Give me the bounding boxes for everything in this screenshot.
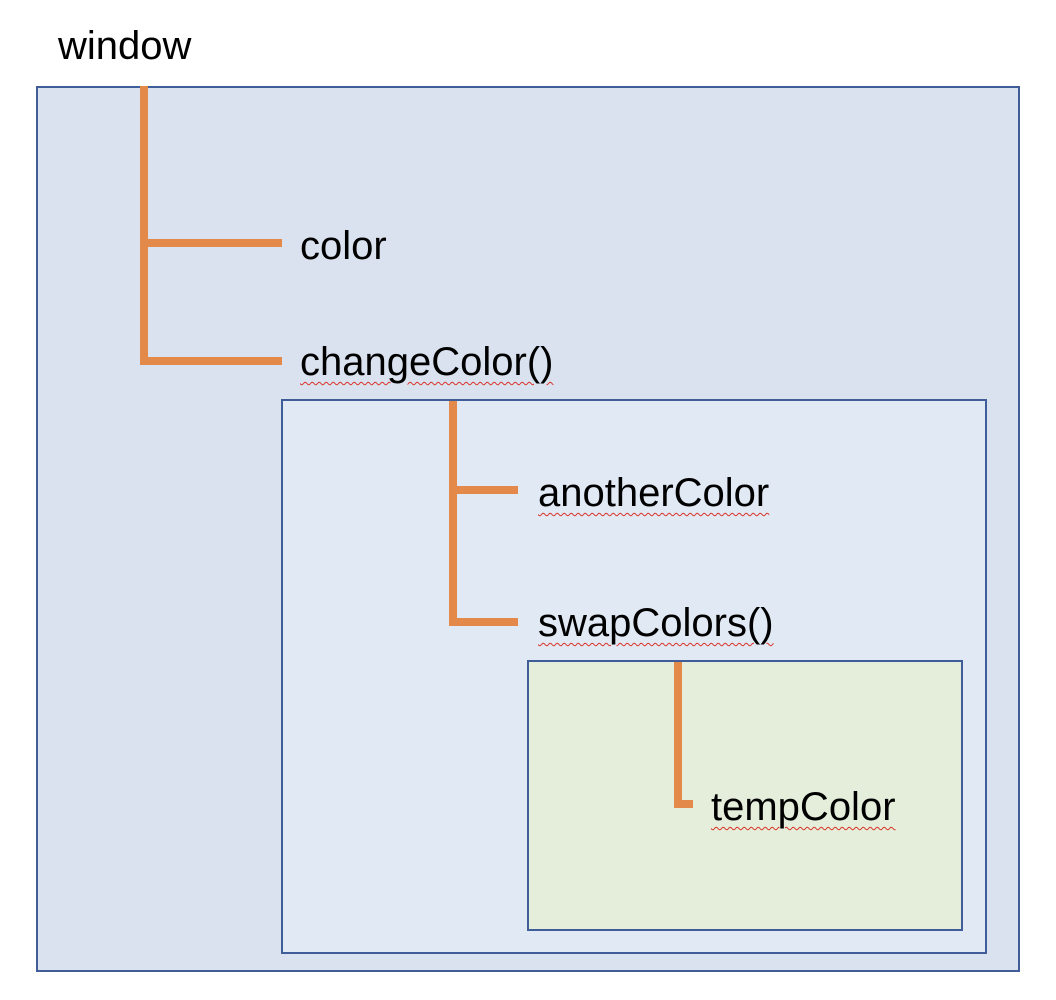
function-label-changecolor: changeColor() bbox=[300, 340, 554, 384]
variable-label-color: color bbox=[300, 224, 387, 268]
diagram-title: window bbox=[58, 24, 192, 68]
variable-label-tempcolor: tempColor bbox=[711, 785, 896, 829]
variable-label-anothercolor: anotherColor bbox=[538, 471, 770, 515]
swapcolors-scope-box bbox=[527, 660, 963, 931]
function-label-swapcolors: swapColors() bbox=[538, 601, 774, 645]
